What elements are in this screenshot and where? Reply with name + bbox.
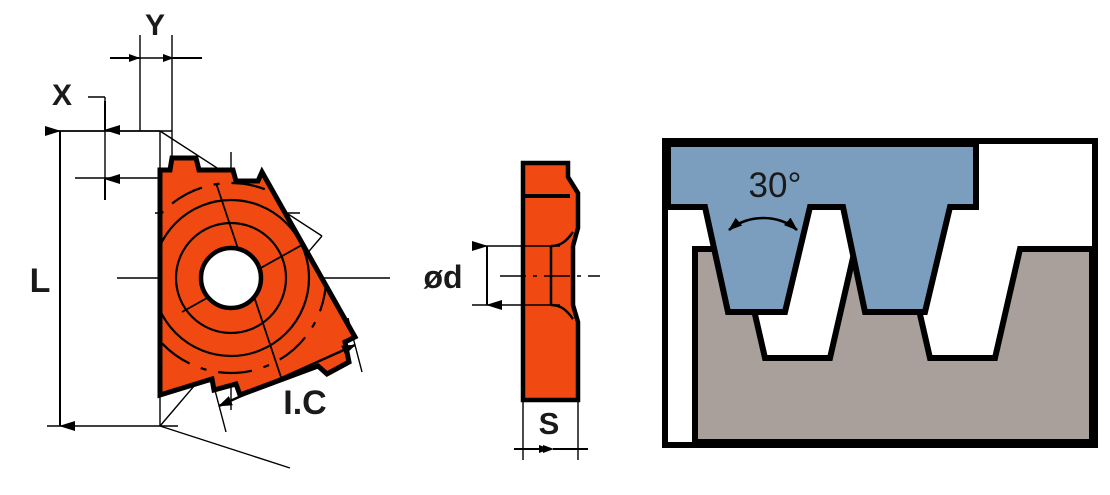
ic-projection-lower [159,425,291,469]
tool-profile-shape [665,141,979,315]
angle-arc [728,216,798,232]
side-view-group: ød S [423,160,600,460]
insert-center-bore [198,245,264,311]
y-dimension-label: Y [145,9,165,42]
front-view-group: Y X L I.C [30,9,390,469]
thread-profile-group: 30° [662,138,1098,448]
ic-dimension-arrows [218,343,356,408]
x-dimension-label: X [52,79,72,112]
s-dimension-label: S [539,406,560,441]
insert-inner-circle [174,221,288,335]
l-dimension-label: L [30,262,51,300]
angle-label: 30° [749,166,802,205]
ic-dimension-label: I.C [283,384,326,422]
diameter-dimension-label: ød [423,259,462,295]
